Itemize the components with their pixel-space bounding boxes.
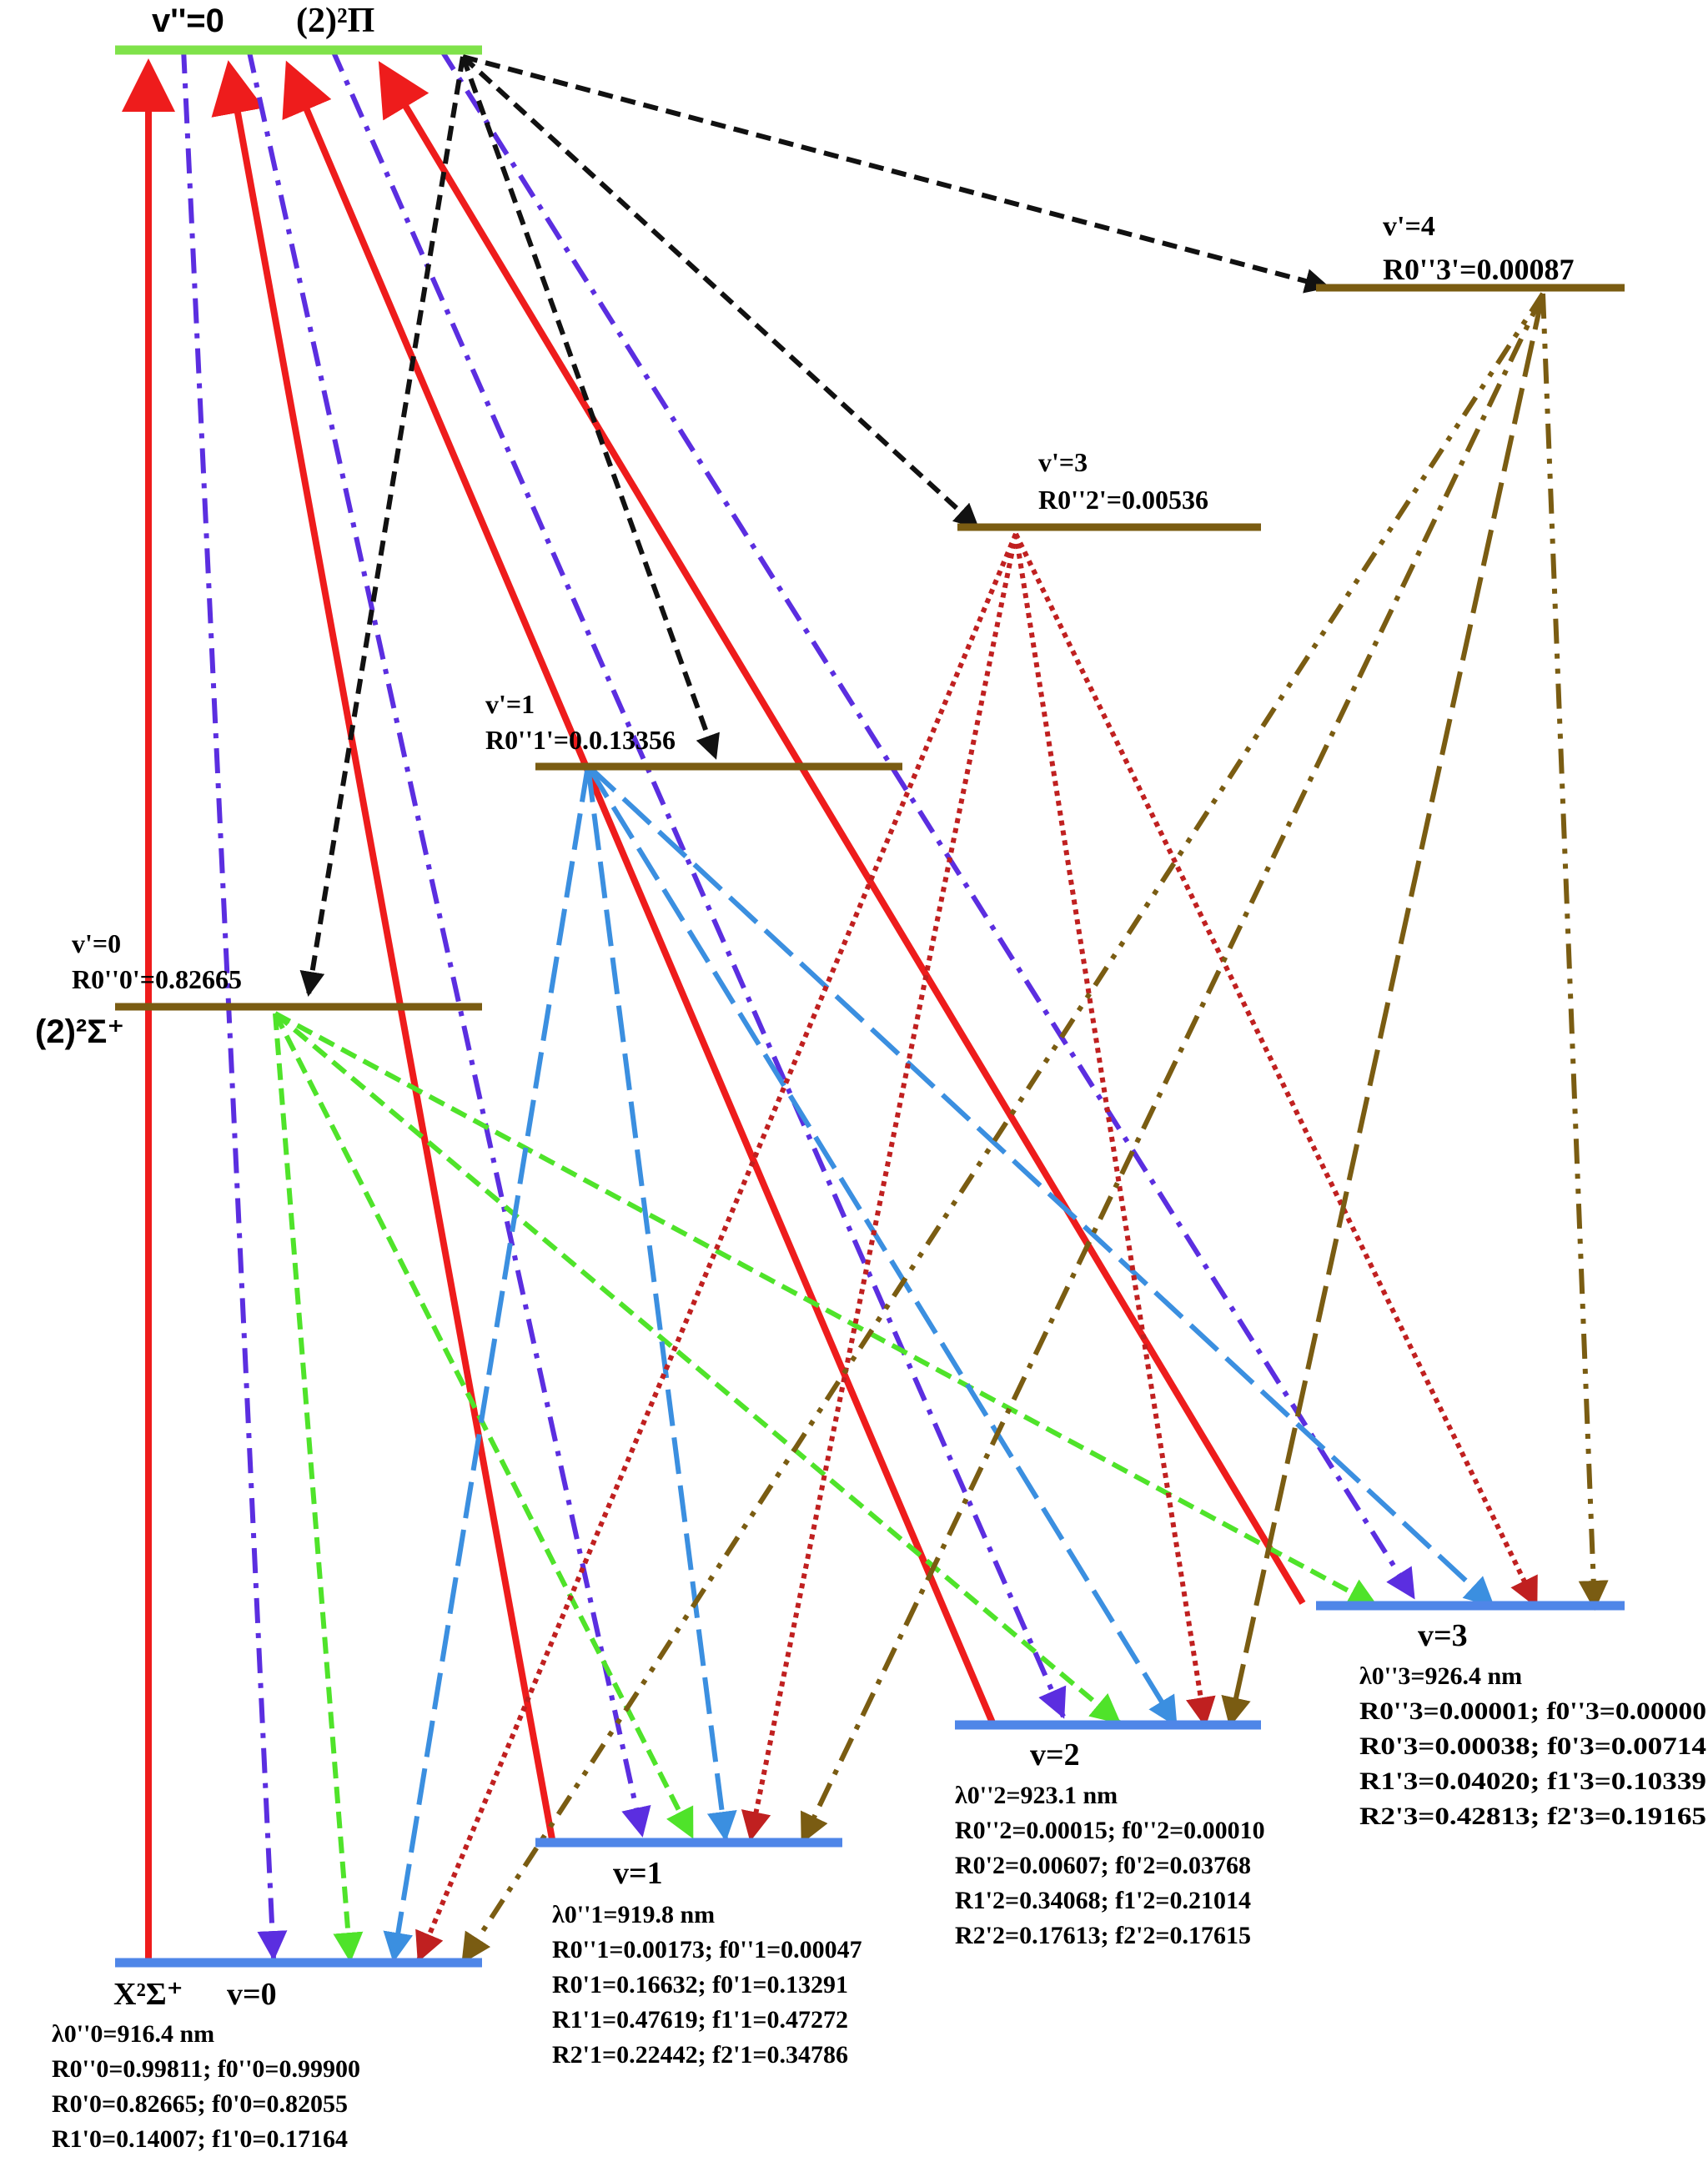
ratio-line-v1-0: R0''1=0.00173; f0''1=0.00047 <box>552 1936 862 1963</box>
intermediate-decay-arrow-v4p <box>462 54 1330 294</box>
v0p-arrow-to-v3 <box>274 1011 1379 1608</box>
v3p-decay-arrows <box>415 532 1539 1963</box>
v4p-arrow-to-v2 <box>1221 293 1545 1727</box>
v3p-arrow-to-v1 <box>741 533 1018 1842</box>
ratio-line-v0-2: R1'0=0.14007; f1'0=0.17164 <box>52 2125 348 2153</box>
middle-level-label-v4p: v'=4 <box>1383 211 1435 242</box>
v4p-decay-arrows <box>460 292 1609 1964</box>
v4p-arrow-to-v3 <box>1540 293 1609 1611</box>
v1p-decay-arrows <box>383 763 1495 1963</box>
ratio-line-v0-1: R0'0=0.82665; f0'0=0.82055 <box>52 2090 348 2118</box>
upper-decay-arrow-v1 <box>246 48 651 1838</box>
ground-level-label-v3: v=3 <box>1418 1618 1468 1653</box>
intermediate-decay-arrows <box>299 54 1330 997</box>
v3p-arrow-to-v3 <box>1013 532 1539 1608</box>
upper-decay-arrow-v2 <box>329 47 1067 1719</box>
wavelength-v0: λ0''0=916.4 nm <box>52 2020 214 2048</box>
ratio-line-v0-0: R0''0=0.99811; f0''0=0.99900 <box>52 2055 360 2083</box>
v4p-arrow-to-v0 <box>460 292 1545 1964</box>
v3p-arrow-to-v2 <box>1013 533 1216 1727</box>
excitation-arrow-v3 <box>378 61 1306 1606</box>
v3p-arrow-to-v0 <box>415 532 1018 1963</box>
v0p-decay-arrows <box>273 1011 1379 1963</box>
ratio-line-v2-0: R0''2=0.00015; f0''2=0.00010 <box>955 1817 1265 1844</box>
v1p-arrow-to-v0 <box>383 765 590 1963</box>
intermediate-decay-arrow-v1p <box>460 55 720 760</box>
ground-level-label-v1: v=1 <box>613 1856 663 1891</box>
middle-level-label-v3p: v'=3 <box>1038 447 1088 477</box>
wavelength-v2: λ0''2=923.1 nm <box>955 1782 1118 1809</box>
excitation-arrow-v1 <box>211 60 555 1840</box>
excitation-arrow-v2 <box>282 60 997 1728</box>
ground-level-label-v0: v=0 <box>227 1977 277 2012</box>
v0p-arrow-to-v1 <box>273 1012 695 1839</box>
upper-decay-arrow-v3 <box>438 47 1416 1600</box>
ratio-line-v1-3: R2'1=0.22442; f2'1=0.34786 <box>552 2041 848 2069</box>
upper-state-label: (2)²Π <box>296 2 374 40</box>
v1p-arrow-to-v2 <box>585 764 1178 1727</box>
middle-ratio-label-v3p: R0''2'=0.00536 <box>1038 485 1208 515</box>
ratio-line-v3-2: R1'3=0.04020; f1'3=0.10339 <box>1359 1767 1706 1795</box>
wavelength-v1: λ0''1=919.8 nm <box>552 1901 715 1928</box>
middle-state-label: (2)²Σ⁺ <box>35 1013 124 1050</box>
v0p-arrow-to-v2 <box>274 1011 1122 1725</box>
v4p-arrow-to-v1 <box>800 292 1545 1844</box>
ground-level-label-v2: v=2 <box>1030 1737 1080 1772</box>
middle-level-label-v0p: v'=0 <box>72 928 121 958</box>
upper-level-label: v''=0 <box>152 3 224 39</box>
ratio-line-v2-1: R0'2=0.00607; f0'2=0.03768 <box>955 1852 1251 1879</box>
v0p-arrow-to-v0 <box>273 1013 364 1963</box>
ratio-line-v3-1: R0'3=0.00038; f0'3=0.00714 <box>1359 1732 1706 1760</box>
v1p-arrow-to-v3 <box>585 763 1495 1608</box>
ratio-line-v2-3: R2'2=0.17613; f2'2=0.17615 <box>955 1922 1251 1949</box>
wavelength-v3: λ0''3=926.4 nm <box>1359 1662 1522 1690</box>
v1p-arrow-to-v1 <box>585 765 737 1842</box>
middle-ratio-label-v4p: R0''3'=0.00087 <box>1383 253 1575 286</box>
excitation-arrows <box>122 58 1306 1962</box>
ratio-line-v3-3: R2'3=0.42813; f2'3=0.19165 <box>1359 1803 1706 1830</box>
ratio-line-v1-1: R0'1=0.16632; f0'1=0.13291 <box>552 1971 848 1999</box>
middle-ratio-label-v0p: R0''0'=0.82665 <box>72 964 242 994</box>
middle-level-label-v1p: v'=1 <box>485 689 535 719</box>
ground-state-label: X²Σ⁺ <box>113 1977 183 2012</box>
intermediate-decay-arrow-v0p <box>299 56 465 997</box>
ratio-line-v3-0: R0''3=0.00001; f0''3=0.00000 <box>1359 1697 1706 1725</box>
ratio-line-v2-2: R1'2=0.34068; f1'2=0.21014 <box>955 1887 1251 1914</box>
ratio-line-v1-2: R1'1=0.47619; f1'1=0.47272 <box>552 2006 848 2034</box>
middle-ratio-label-v1p: R0''1'=0.0.13356 <box>485 725 676 755</box>
